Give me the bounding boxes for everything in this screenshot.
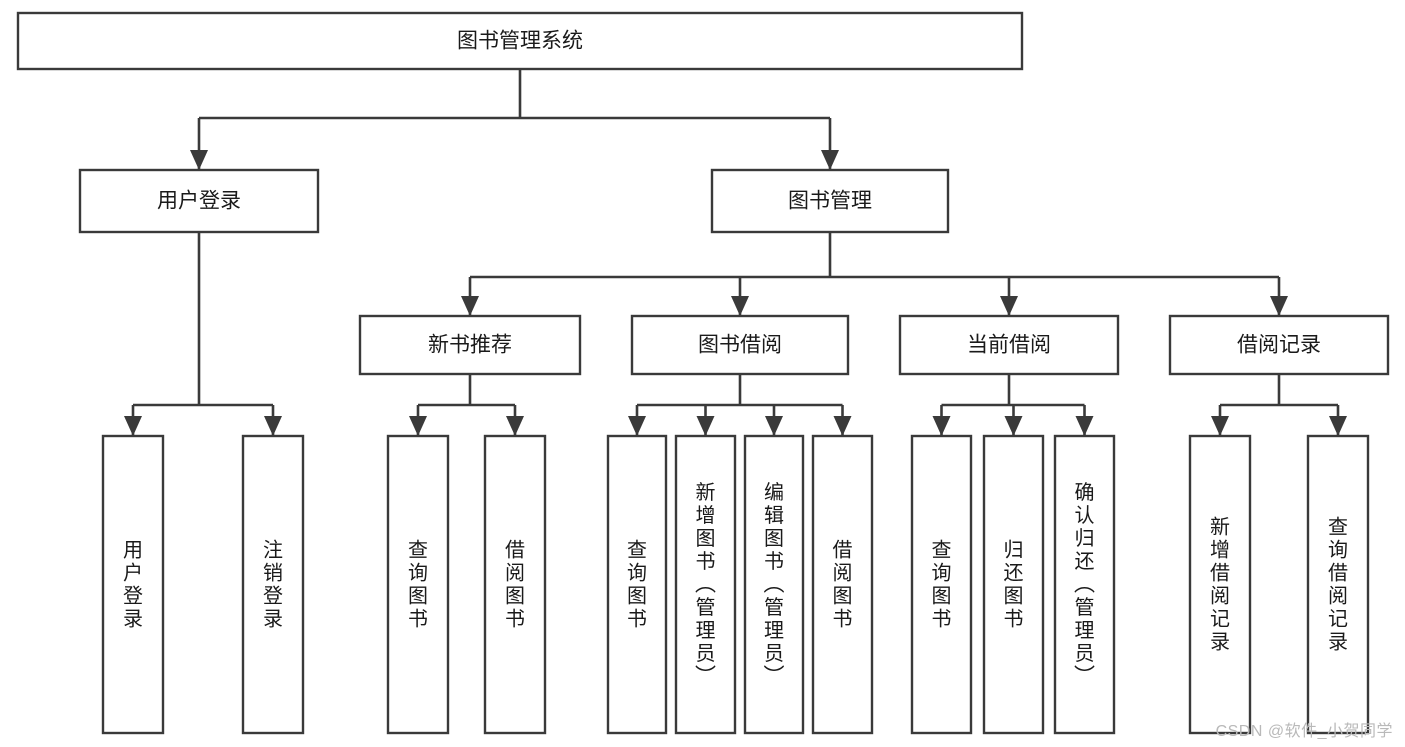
node-leaf1[interactable]: 用户登录 [101, 434, 165, 735]
node-leaf2[interactable]: 注销登录 [241, 434, 305, 735]
node-label: 新增图书︵管理员︶ [695, 481, 716, 688]
arrowhead-icon [1329, 416, 1347, 436]
node-label: 借阅记录 [1237, 334, 1321, 357]
arrowhead-icon [1004, 416, 1023, 436]
node-label: 借阅图书 [833, 538, 853, 630]
arrowhead-icon [628, 416, 646, 436]
node-label: 用户登录 [123, 539, 143, 630]
arrowhead-icon [1270, 296, 1288, 316]
node-label: 确认归还︵管理员︶ [1074, 481, 1095, 688]
node-box [358, 314, 582, 376]
node-label: 新增借阅记录 [1210, 515, 1230, 653]
arrowhead-icon [932, 416, 951, 436]
node-box [982, 434, 1045, 735]
arrowhead-icon [409, 416, 427, 436]
node-box [674, 434, 737, 735]
node-newbook[interactable]: 新书推荐 [358, 314, 582, 376]
node-leaf4[interactable]: 借阅图书 [483, 434, 547, 735]
node-box [910, 434, 973, 735]
arrowhead-icon [765, 416, 783, 436]
arrowhead-icon [696, 416, 715, 436]
node-box [630, 314, 850, 376]
node-login[interactable]: 用户登录 [78, 168, 320, 234]
node-leaf11[interactable]: 确认归还︵管理员︶ [1053, 434, 1116, 735]
node-leaf9[interactable]: 查询图书 [910, 434, 973, 735]
node-box [710, 168, 950, 234]
node-leaf13[interactable]: 查询借阅记录 [1306, 434, 1370, 735]
node-leaf8[interactable]: 借阅图书 [811, 434, 874, 735]
node-box [811, 434, 874, 735]
arrowhead-icon [506, 416, 524, 436]
node-box [898, 314, 1120, 376]
arrowhead-icon [1000, 296, 1018, 316]
node-label: 归还图书 [1004, 538, 1024, 630]
node-label: 查询图书 [627, 538, 647, 630]
node-label: 编辑图书︵管理员︶ [764, 481, 785, 688]
arrowhead-icon [1075, 416, 1094, 436]
node-label: 注销登录 [263, 538, 283, 630]
node-label: 图书借阅 [698, 334, 782, 357]
node-label: 新书推荐 [428, 334, 512, 357]
node-box [1168, 314, 1390, 376]
arrowhead-icon [1211, 416, 1229, 436]
node-leaf10[interactable]: 归还图书 [982, 434, 1045, 735]
node-leaf7[interactable]: 编辑图书︵管理员︶ [743, 434, 805, 735]
node-box [16, 11, 1024, 71]
node-borrow[interactable]: 图书借阅 [630, 314, 850, 376]
node-record[interactable]: 借阅记录 [1168, 314, 1390, 376]
node-leaf3[interactable]: 查询图书 [386, 434, 450, 735]
node-label: 借阅图书 [505, 538, 525, 630]
node-box [78, 168, 320, 234]
node-leaf6[interactable]: 新增图书︵管理员︶ [674, 434, 737, 735]
arrowhead-icon [833, 416, 852, 436]
node-bookmgmt[interactable]: 图书管理 [710, 168, 950, 234]
arrowhead-icon [264, 416, 282, 436]
arrowhead-icon [821, 150, 839, 170]
node-box [1053, 434, 1116, 735]
node-box [1188, 434, 1252, 735]
node-box [1306, 434, 1370, 735]
node-label: 图书管理系统 [457, 30, 583, 53]
node-root[interactable]: 图书管理系统 [16, 11, 1024, 71]
node-label: 查询图书 [408, 538, 428, 630]
node-box [386, 434, 450, 735]
node-label: 查询图书 [932, 538, 952, 630]
node-leaf5[interactable]: 查询图书 [606, 434, 668, 735]
node-label: 用户登录 [157, 190, 241, 213]
node-label: 当前借阅 [967, 334, 1051, 357]
node-box [241, 434, 305, 735]
node-box [483, 434, 547, 735]
node-box [101, 434, 165, 735]
arrowhead-icon [461, 296, 479, 316]
node-box [743, 434, 805, 735]
edges-layer [124, 69, 1347, 436]
arrowhead-icon [190, 150, 208, 170]
node-current[interactable]: 当前借阅 [898, 314, 1120, 376]
node-box [606, 434, 668, 735]
node-label: 图书管理 [788, 190, 872, 213]
node-label: 查询借阅记录 [1328, 515, 1348, 653]
arrowhead-icon [731, 296, 749, 316]
nodes-layer: 图书管理系统用户登录图书管理新书推荐图书借阅当前借阅借阅记录用户登录注销登录查询… [16, 11, 1390, 735]
node-leaf12[interactable]: 新增借阅记录 [1188, 434, 1252, 735]
arrowhead-icon [124, 416, 142, 436]
